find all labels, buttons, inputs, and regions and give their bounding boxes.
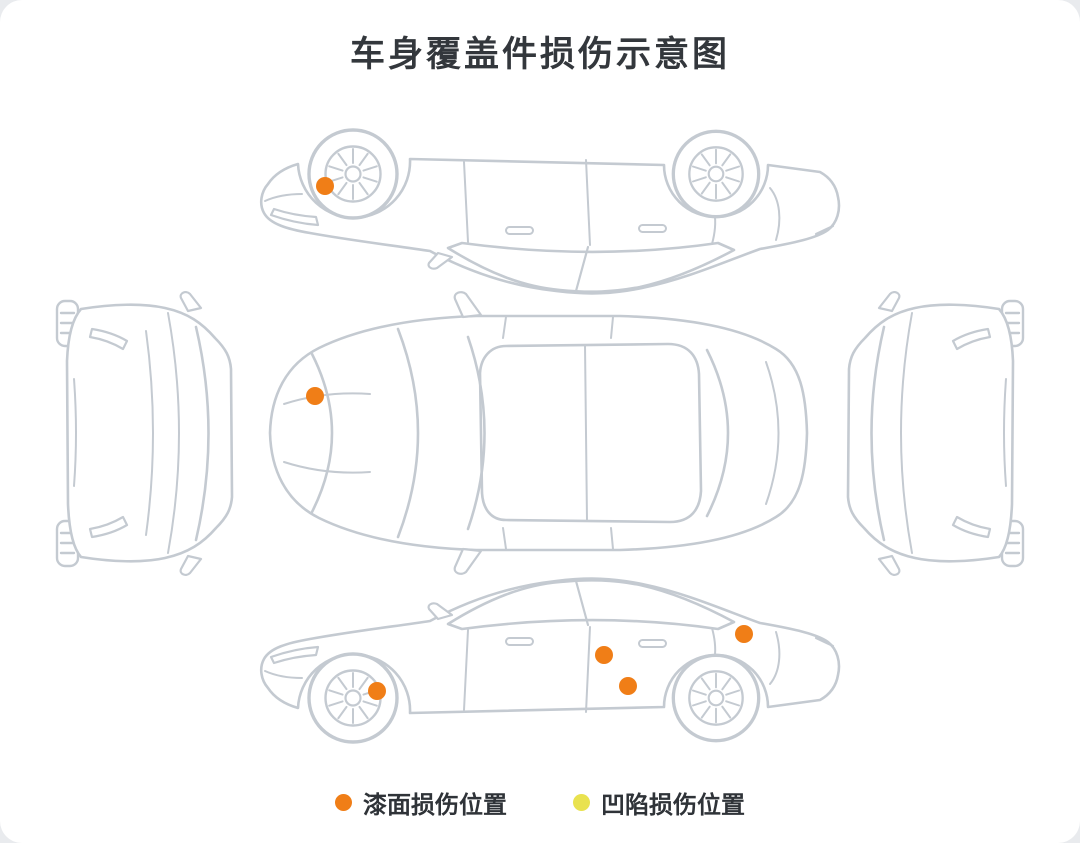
legend-item-dent: 凹陷损伤位置 <box>573 785 745 820</box>
legend-paint-label: 漆面损伤位置 <box>363 791 507 819</box>
car-right-side-view <box>261 579 839 742</box>
legend-paint-dot <box>335 794 352 811</box>
legend-dent-dot <box>573 794 590 811</box>
car-front-view <box>55 291 234 576</box>
page-title: 车身覆盖件损伤示意图 <box>349 35 730 75</box>
car-top-view <box>268 291 809 575</box>
legend-dent-label: 凹陷损伤位置 <box>601 791 745 819</box>
legend: 漆面损伤位置 凹陷损伤位置 <box>0 785 1080 820</box>
car-left-side-view <box>261 130 839 293</box>
car-rear-view <box>846 291 1025 576</box>
legend-item-paint: 漆面损伤位置 <box>335 785 507 820</box>
